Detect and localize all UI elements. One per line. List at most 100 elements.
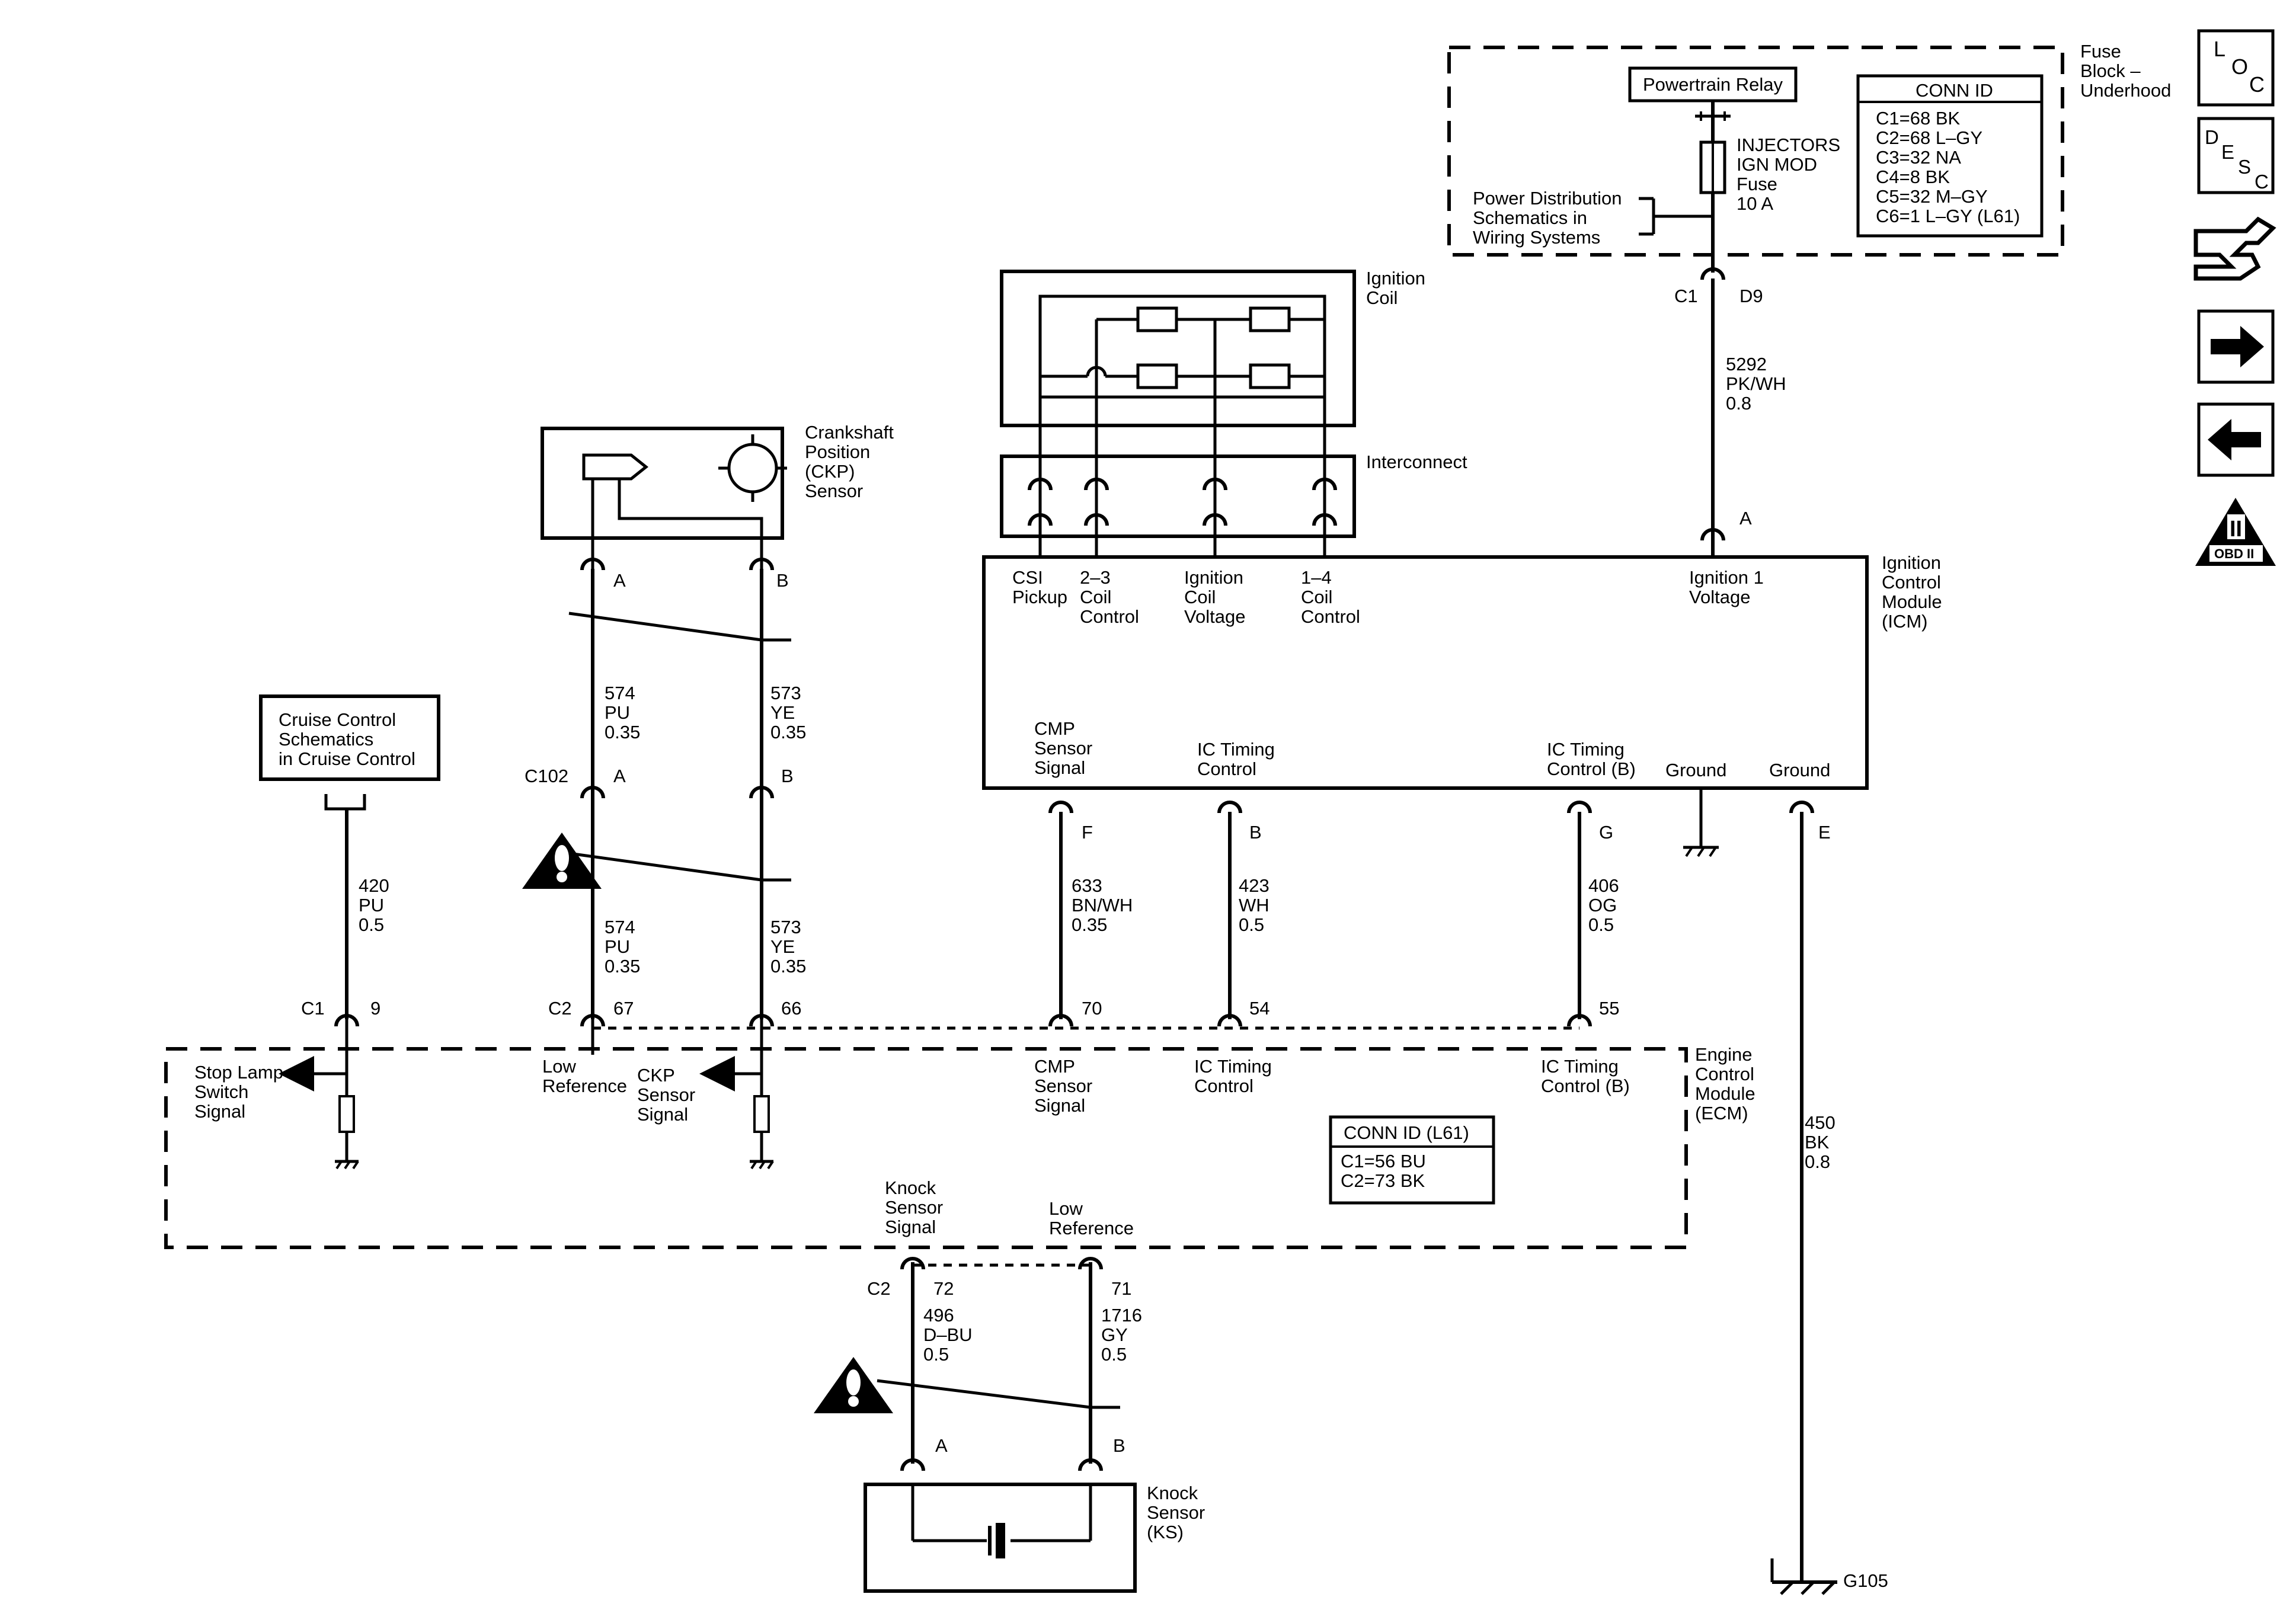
ecm-knock-low-reference-line-2: Reference xyxy=(1049,1218,1134,1238)
fuse-block-title-line-2: Block – xyxy=(2080,60,2141,81)
icm-cmp-sensor-signal-line-1: CMP xyxy=(1034,718,1075,739)
icm-title-line-3: Module xyxy=(1882,591,1942,612)
loc-letter-o: O xyxy=(2231,55,2248,79)
location-button[interactable]: L O C xyxy=(2197,29,2275,107)
wire-574-upper-line-3: 0.35 xyxy=(605,722,640,742)
c2-pin-67-label: 67 xyxy=(613,998,634,1019)
ecm-ic-timing-control-b-line-1: IC Timing xyxy=(1541,1056,1619,1077)
desc-letter-d: D xyxy=(2205,126,2219,148)
fuse-pin-d9: D9 xyxy=(1739,286,1763,306)
ecm-ic-timing-control-line-1: IC Timing xyxy=(1194,1056,1272,1077)
fuse-conn-id-entry-line-2: C2=68 L–GY xyxy=(1876,127,1982,148)
interconnect-cup-4-connector xyxy=(1312,478,1337,491)
wire-5292-line-1: 5292 xyxy=(1726,354,1767,375)
loc-letter-c: C xyxy=(2249,72,2265,97)
ecm-pin-55-label: 55 xyxy=(1599,998,1619,1019)
interconnect-box xyxy=(1000,454,1356,538)
power-distribution-label-line-1: Power Distribution xyxy=(1473,188,1622,209)
ckp-pin-a-connector xyxy=(580,558,605,571)
ecm-knock-sensor-signal-line-1: Knock xyxy=(885,1177,936,1198)
interconnect-title: Interconnect xyxy=(1366,452,1467,472)
fuse-block-title-line-3: Underhood xyxy=(2080,80,2171,101)
ecm-low-reference-line-1: Low xyxy=(542,1056,576,1077)
ckp-sensor-title-line-1: Crankshaft xyxy=(805,422,894,443)
icm-2-3-coil-control-line-2: Coil xyxy=(1080,587,1111,607)
icm-2-3-coil-control-line-3: Control xyxy=(1080,606,1139,627)
next-page-button[interactable] xyxy=(2197,309,2275,384)
icm-ic-timing-control-line-2: Control xyxy=(1197,758,1256,779)
wire-574-upper-line-2: PU xyxy=(605,702,630,723)
icm-ic-timing-control-line-1: IC Timing xyxy=(1197,739,1275,760)
icm-ignition-coil-voltage-line-3: Voltage xyxy=(1184,606,1245,627)
knock-sensor-title-line-3: (KS) xyxy=(1147,1522,1184,1542)
ecm-ic-timing-control-line-2: Control xyxy=(1194,1076,1253,1096)
c2-pin-72-label: 72 xyxy=(933,1278,954,1299)
fuse-conn-id-entry-line-4: C4=8 BK xyxy=(1876,167,1950,187)
wire-573-lower-line-1: 573 xyxy=(770,917,801,937)
obd-ii-label: OBD II xyxy=(2214,546,2254,561)
c102-pin-a-label: A xyxy=(613,766,626,786)
wire-633-line-1: 633 xyxy=(1072,875,1102,896)
left-arrow-icon xyxy=(2208,419,2261,460)
wire-573-upper-line-1: 573 xyxy=(770,683,801,703)
icm-pin-a-label: A xyxy=(1739,508,1752,529)
icm-pin-g-label: G xyxy=(1599,822,1613,843)
fuse-conn-id-entry-line-1: C1=68 BK xyxy=(1876,108,1961,129)
fuse-conn-id-entry-line-6: C6=1 L–GY (L61) xyxy=(1876,206,2020,226)
wire-574-upper-line-1: 574 xyxy=(605,683,635,703)
ckp-sensor-title-line-4: Sensor xyxy=(805,481,863,501)
connector-view-button[interactable] xyxy=(2193,216,2276,281)
icm-pin-b-label: B xyxy=(1249,822,1262,843)
icm-title-line-4: (ICM) xyxy=(1882,611,1927,632)
ecm-low-reference-line-2: Reference xyxy=(542,1076,627,1096)
interconnect-cup-3-connector xyxy=(1203,478,1227,491)
ks-pin-a-connector xyxy=(900,1458,925,1471)
cruise-control-box xyxy=(259,694,440,781)
c2-pin-66-connector xyxy=(749,1014,774,1027)
description-button[interactable]: D E S C xyxy=(2197,117,2275,194)
ignition-coil-box xyxy=(1000,270,1356,427)
connector-c1-label: C1 xyxy=(301,998,325,1019)
ecm-cmp-sensor-signal-line-1: CMP xyxy=(1034,1056,1075,1077)
connector-c2-label: C2 xyxy=(548,998,572,1019)
obd-ii-button[interactable]: II OBD II xyxy=(2195,498,2276,566)
desc-letter-e: E xyxy=(2221,141,2234,163)
loc-letter-l: L xyxy=(2214,37,2225,61)
icm-cmp-sensor-signal-line-2: Sensor xyxy=(1034,738,1092,758)
ecm-pin-55-connector xyxy=(1567,1014,1592,1027)
ecm-knock-sensor-signal-line-3: Signal xyxy=(885,1217,936,1237)
knock-sensor-title-line-2: Sensor xyxy=(1147,1502,1205,1523)
caution-icon-ckp xyxy=(522,833,602,889)
ecm-stop-lamp-signal-line-3: Signal xyxy=(194,1101,245,1122)
wire-450-line-2: BK xyxy=(1805,1132,1830,1153)
c2-pin-72-connector xyxy=(900,1257,925,1270)
wire-420-line-2: PU xyxy=(359,895,384,916)
fuse-connector-c1: C1 xyxy=(1674,286,1698,306)
icm-ignition-1-voltage-line-2: Voltage xyxy=(1689,587,1750,607)
icm-pin-e-label: E xyxy=(1818,822,1831,843)
wire-573-lower-line-3: 0.35 xyxy=(770,956,806,977)
wire-450-line-1: 450 xyxy=(1805,1112,1835,1133)
fuse-c1-d9-connector xyxy=(1700,267,1725,280)
wire-496-line-1: 496 xyxy=(923,1305,954,1326)
fuse-conn-id-entry-line-5: C5=32 M–GY xyxy=(1876,186,1988,207)
desc-letter-s: S xyxy=(2238,156,2251,178)
ecm-outline xyxy=(164,1047,1688,1249)
cruise-control-title-line-1: Cruise Control xyxy=(279,709,396,730)
icm-1-4-coil-control-line-3: Control xyxy=(1301,606,1360,627)
wire-573-upper-line-3: 0.35 xyxy=(770,722,806,742)
icm-ignition-coil-voltage-line-2: Coil xyxy=(1184,587,1216,607)
wire-496-line-2: D–BU xyxy=(923,1324,973,1345)
ecm-pin-54-label: 54 xyxy=(1249,998,1269,1019)
icm-title-line-2: Control xyxy=(1882,572,1941,593)
fuse-conn-id-box xyxy=(1856,74,2044,238)
ckp-sensor-title-line-3: (CKP) xyxy=(805,461,855,482)
ks-pin-a-label: A xyxy=(935,1435,948,1456)
wire-423-line-2: WH xyxy=(1239,895,1269,916)
power-distribution-label-line-2: Schematics in xyxy=(1473,207,1587,228)
ecm-knock-low-reference-line-1: Low xyxy=(1049,1198,1083,1219)
previous-page-button[interactable] xyxy=(2197,402,2275,477)
ckp-pin-b-connector xyxy=(749,558,774,571)
c1-pin-9-connector xyxy=(334,1014,359,1027)
